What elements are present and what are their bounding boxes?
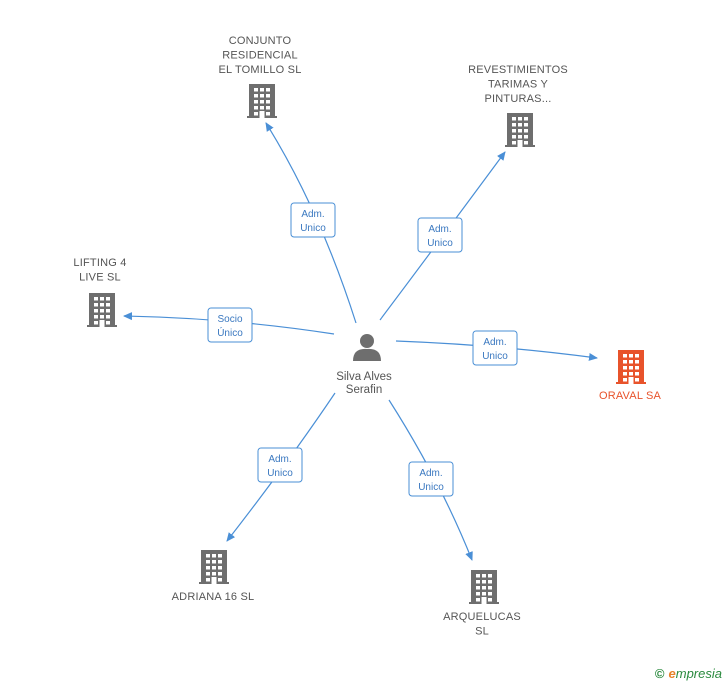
relation-label-box [257,447,303,483]
company-name: PINTURAS... [485,93,552,105]
building-icon [469,570,499,604]
relation-label-text: Unico [427,238,453,249]
relation-label[interactable]: Adm. Unico [257,447,303,483]
relation-label-box [207,307,253,343]
company-node-revestimientos[interactable]: REVESTIMIENTOS TARIMAS Y PINTURAS... [468,64,568,147]
edge-arquelucas: Adm. Unico [388,399,473,561]
company-name: SL [475,626,489,638]
company-name: CONJUNTO [229,35,292,47]
relation-label-box [408,461,454,497]
company-name: LIFTING 4 [73,257,126,269]
copyright-icon: © [654,666,665,681]
company-name: ARQUELUCAS [443,611,521,623]
relation-label-text: Único [217,326,243,339]
relation-label-text: Adm. [268,454,291,465]
company-node-arquelucas[interactable]: ARQUELUCAS SL [443,570,521,638]
relation-label-text: Unico [482,351,508,362]
building-icon [199,550,229,584]
relation-label[interactable]: Adm. Unico [290,202,336,238]
company-node-adriana[interactable]: ADRIANA 16 SL [172,550,255,603]
company-node-conjunto[interactable]: CONJUNTO RESIDENCIAL EL TOMILLO SL [218,35,301,118]
relation-label-text: Adm. [428,224,451,235]
relation-label-box [472,330,518,366]
company-name: RESIDENCIAL [222,50,298,62]
relation-label-box [290,202,336,238]
relation-label-text: Adm. [483,337,506,348]
relation-label-text: Adm. [419,468,442,479]
company-name: EL TOMILLO SL [218,64,301,76]
person-name: Silva Alves [336,371,392,383]
building-icon [505,113,535,147]
company-name: REVESTIMIENTOS [468,64,568,76]
building-icon [616,350,646,384]
company-node-lifting[interactable]: LIFTING 4 LIVE SL [73,257,126,327]
person-name: Serafin [346,384,382,396]
company-node-oraval[interactable]: ORAVAL SA [599,350,662,402]
relation-label-text: Unico [267,468,293,479]
edge-adriana: Adm. Unico [226,392,336,542]
relation-label[interactable]: Adm. Unico [417,217,463,253]
edge-revestimientos: Adm. Unico [379,151,506,321]
company-name: ADRIANA 16 SL [172,591,255,603]
relation-label-box [417,217,463,253]
company-name: TARIMAS Y [488,79,549,91]
relation-label[interactable]: Adm. Unico [408,461,454,497]
relation-label-text: Unico [300,223,326,234]
relation-label[interactable]: Adm. Unico [472,330,518,366]
person-icon [353,334,381,361]
building-icon [247,84,277,118]
company-name: ORAVAL SA [599,390,662,402]
edge-conjunto: Adm. Unico [265,122,357,324]
company-name: LIVE SL [79,272,121,284]
relation-label-text: Adm. [301,209,324,220]
edge-oraval: Adm. Unico [395,330,598,366]
relation-label-text: Socio [217,314,242,325]
brand-logo-e: e [668,666,676,681]
empresia-brand: ©empresia [655,666,722,681]
brand-logo-text: mpresia [675,666,722,681]
building-icon [87,293,117,327]
relation-label-text: Unico [418,482,444,493]
